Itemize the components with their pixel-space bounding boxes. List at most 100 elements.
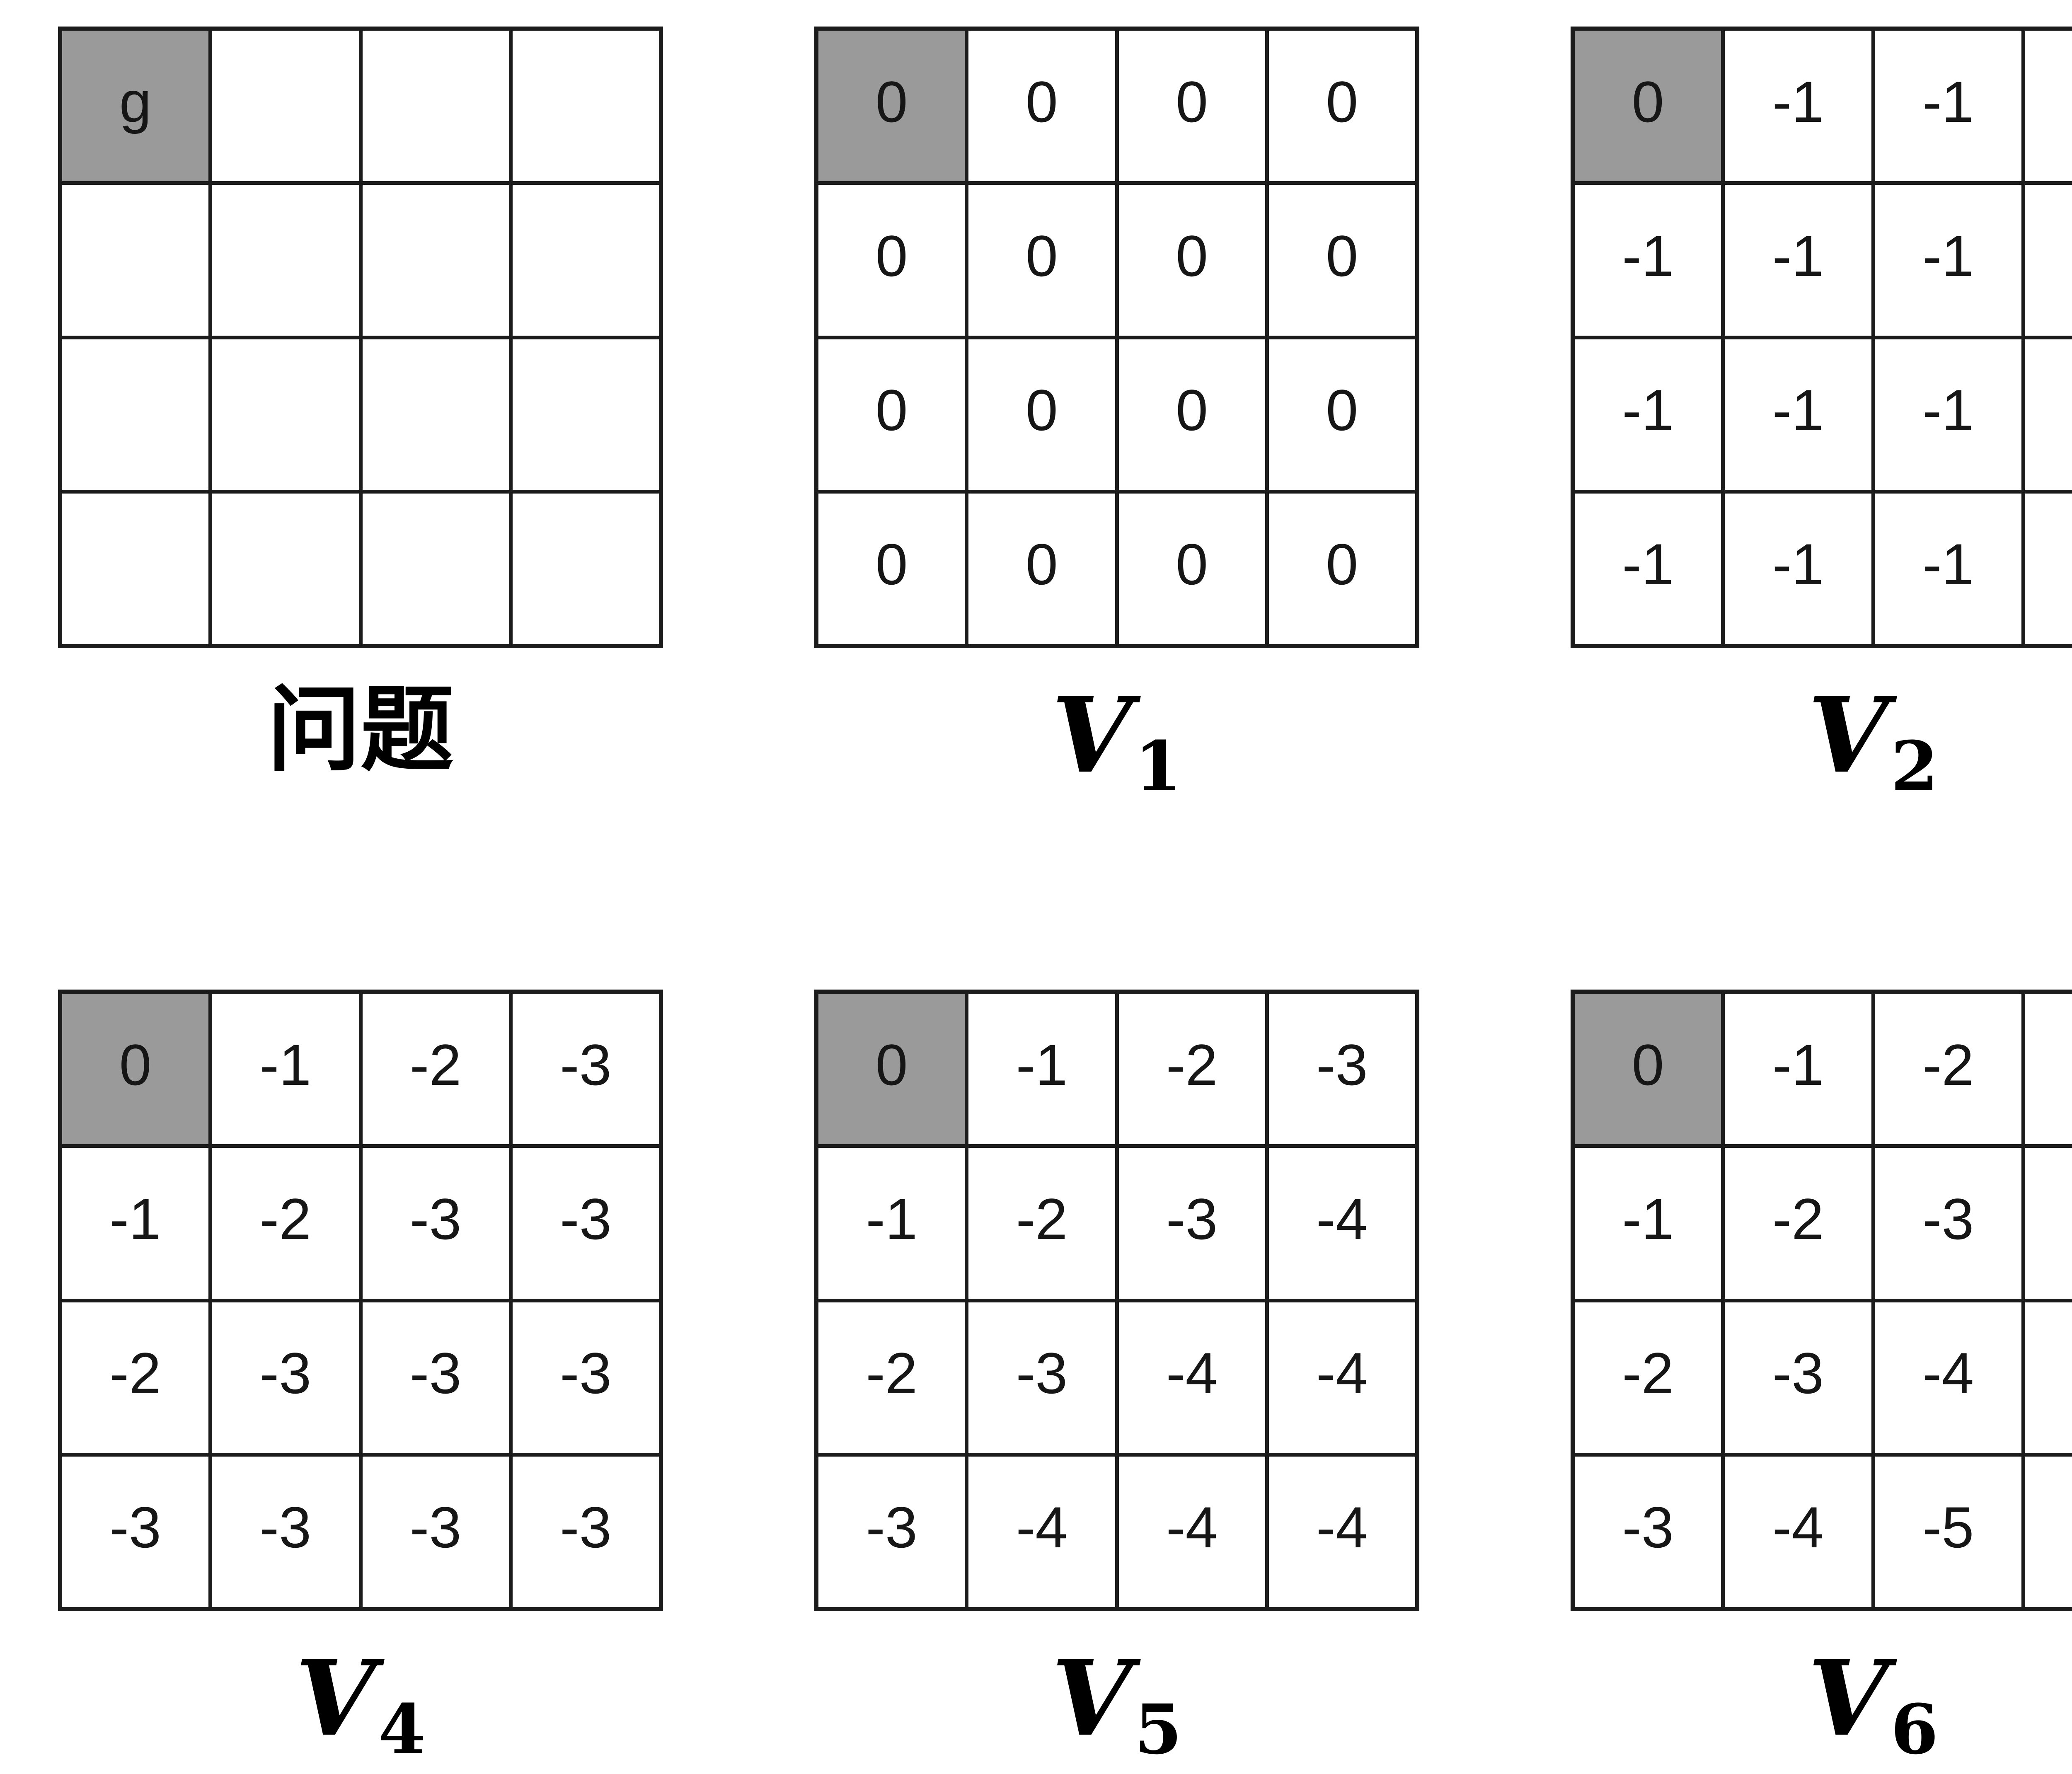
cell-value: 0 xyxy=(1326,223,1358,288)
cell-r0c3: -1 xyxy=(2025,31,2072,182)
cell-value: -4 xyxy=(1922,1341,1974,1406)
cell-value: -4 xyxy=(1166,1341,1218,1406)
v4-label-base: V xyxy=(295,1637,376,1759)
figure-problem: g 问题 xyxy=(58,27,663,787)
cell-value: 0 xyxy=(1631,69,1664,134)
cell-r3c0: -3 xyxy=(1575,1456,1721,1607)
cell-r2c1: -3 xyxy=(968,1302,1115,1453)
cell-value: -3 xyxy=(109,1495,161,1560)
cell-r2c3: -4 xyxy=(1268,1302,1415,1453)
cell-value: 0 xyxy=(1025,532,1058,597)
cell-r2c1 xyxy=(212,339,359,490)
cell-value: -3 xyxy=(1922,1186,1974,1251)
cell-r1c0: 0 xyxy=(818,185,965,336)
cell-r1c2: -3 xyxy=(1875,1148,2021,1299)
goal-cell-r0c0: 0 xyxy=(62,994,209,1145)
cell-r2c2: -3 xyxy=(362,1302,509,1453)
cell-r3c0 xyxy=(62,493,209,644)
cell-value: -3 xyxy=(1166,1186,1218,1251)
cell-r1c3: -4 xyxy=(2025,1148,2072,1299)
cell-value: -4 xyxy=(1166,1495,1218,1560)
cell-value: -3 xyxy=(1622,1495,1674,1560)
v6-label-base: V xyxy=(1808,1637,1888,1759)
cell-r2c0: -1 xyxy=(1575,339,1721,490)
cell-r1c2: -1 xyxy=(1875,185,2021,336)
cell-value: -2 xyxy=(1772,1186,1824,1251)
cell-value: -2 xyxy=(409,1032,462,1097)
cell-r1c3: -1 xyxy=(2025,185,2072,336)
cell-r3c0: -3 xyxy=(62,1456,209,1607)
cell-value: -4 xyxy=(1772,1495,1824,1560)
cell-value: 0 xyxy=(875,69,908,134)
grid-v5: 0-1-2-3-1-2-3-4-2-3-4-4-3-4-4-4 xyxy=(814,990,1419,1611)
cell-value: -4 xyxy=(1316,1186,1368,1251)
cell-r2c0: -2 xyxy=(818,1302,965,1453)
cell-r1c3: -4 xyxy=(1268,1148,1415,1299)
figure-v5: 0-1-2-3-1-2-3-4-2-3-4-4-3-4-4-4 V5 xyxy=(814,990,1419,1764)
cell-value: -1 xyxy=(1622,532,1674,597)
cell-r0c2 xyxy=(362,31,509,182)
cell-r2c2 xyxy=(362,339,509,490)
cell-r2c3: 0 xyxy=(1268,339,1415,490)
cell-r1c0: -1 xyxy=(1575,1148,1721,1299)
cell-r2c1: -3 xyxy=(1725,1302,1871,1453)
cell-value: -1 xyxy=(1772,1032,1824,1097)
cell-r3c2: -1 xyxy=(1875,493,2021,644)
caption-v6: V6 xyxy=(1571,1646,2072,1764)
cell-r3c3: -3 xyxy=(512,1456,659,1607)
cell-value: -3 xyxy=(866,1495,917,1560)
cell-r3c1: -4 xyxy=(1725,1456,1871,1607)
goal-cell-r0c0: 0 xyxy=(818,31,965,182)
v2-label-subscript: 2 xyxy=(1890,726,1939,806)
cell-value: -3 xyxy=(560,1341,612,1406)
cell-r3c2: -3 xyxy=(362,1456,509,1607)
cell-r3c2: -5 xyxy=(1875,1456,2021,1607)
cell-value: 0 xyxy=(1326,69,1358,134)
cell-r0c2: -1 xyxy=(1875,31,2021,182)
cell-value: -1 xyxy=(866,1186,917,1251)
caption-v4: V4 xyxy=(58,1646,663,1764)
cell-value: -1 xyxy=(259,1032,312,1097)
cell-value: -1 xyxy=(1772,69,1824,134)
cell-value: -3 xyxy=(1016,1341,1068,1406)
v1-label-base: V xyxy=(1051,674,1132,796)
cell-r2c1: -1 xyxy=(1725,339,1871,490)
cell-r3c3: -5 xyxy=(2025,1456,2072,1607)
cell-value: -2 xyxy=(259,1186,312,1251)
figure-v2: 0-1-1-1-1-1-1-1-1-1-1-1-1-1-1-1 V2 xyxy=(1571,27,2072,801)
cell-r3c3: 0 xyxy=(1268,493,1415,644)
cell-r0c3 xyxy=(512,31,659,182)
cell-r2c0: -2 xyxy=(1575,1302,1721,1453)
v5-label-base: V xyxy=(1051,1637,1132,1759)
cell-r2c3 xyxy=(512,339,659,490)
cell-r1c2: -3 xyxy=(362,1148,509,1299)
v4-label-subscript: 4 xyxy=(378,1689,426,1769)
figures-row-2: 0-1-2-3-1-2-3-3-2-3-3-3-3-3-3-3 V4 0-1-2… xyxy=(58,990,2072,1764)
cell-r0c3: -3 xyxy=(2025,994,2072,1145)
cell-r0c3: 0 xyxy=(1268,31,1415,182)
grid-v2: 0-1-1-1-1-1-1-1-1-1-1-1-1-1-1-1 xyxy=(1571,27,2072,648)
cell-value: -3 xyxy=(259,1495,312,1560)
cell-r2c0: 0 xyxy=(818,339,965,490)
v5-label-subscript: 5 xyxy=(1134,1689,1182,1769)
cell-value: -4 xyxy=(1316,1341,1368,1406)
cell-value: -3 xyxy=(560,1495,612,1560)
cell-value: -2 xyxy=(1016,1186,1068,1251)
cell-r0c2: -2 xyxy=(362,994,509,1145)
cell-value: -3 xyxy=(1316,1032,1368,1097)
cell-r1c2: -3 xyxy=(1118,1148,1265,1299)
cell-value: -4 xyxy=(1016,1495,1068,1560)
cell-r1c3: 0 xyxy=(1268,185,1415,336)
cell-r3c1: 0 xyxy=(968,493,1115,644)
grid-v4: 0-1-2-3-1-2-3-3-2-3-3-3-3-3-3-3 xyxy=(58,990,663,1611)
cell-r3c3: -4 xyxy=(1268,1456,1415,1607)
cell-value: -1 xyxy=(1922,532,1974,597)
cell-value: 0 xyxy=(1176,223,1208,288)
cell-value: -1 xyxy=(1772,532,1824,597)
cell-r1c1: -2 xyxy=(968,1148,1115,1299)
cell-r2c2: -1 xyxy=(1875,339,2021,490)
cell-value: -3 xyxy=(1772,1341,1824,1406)
caption-problem: 问题 xyxy=(267,675,454,784)
cell-r0c1 xyxy=(212,31,359,182)
